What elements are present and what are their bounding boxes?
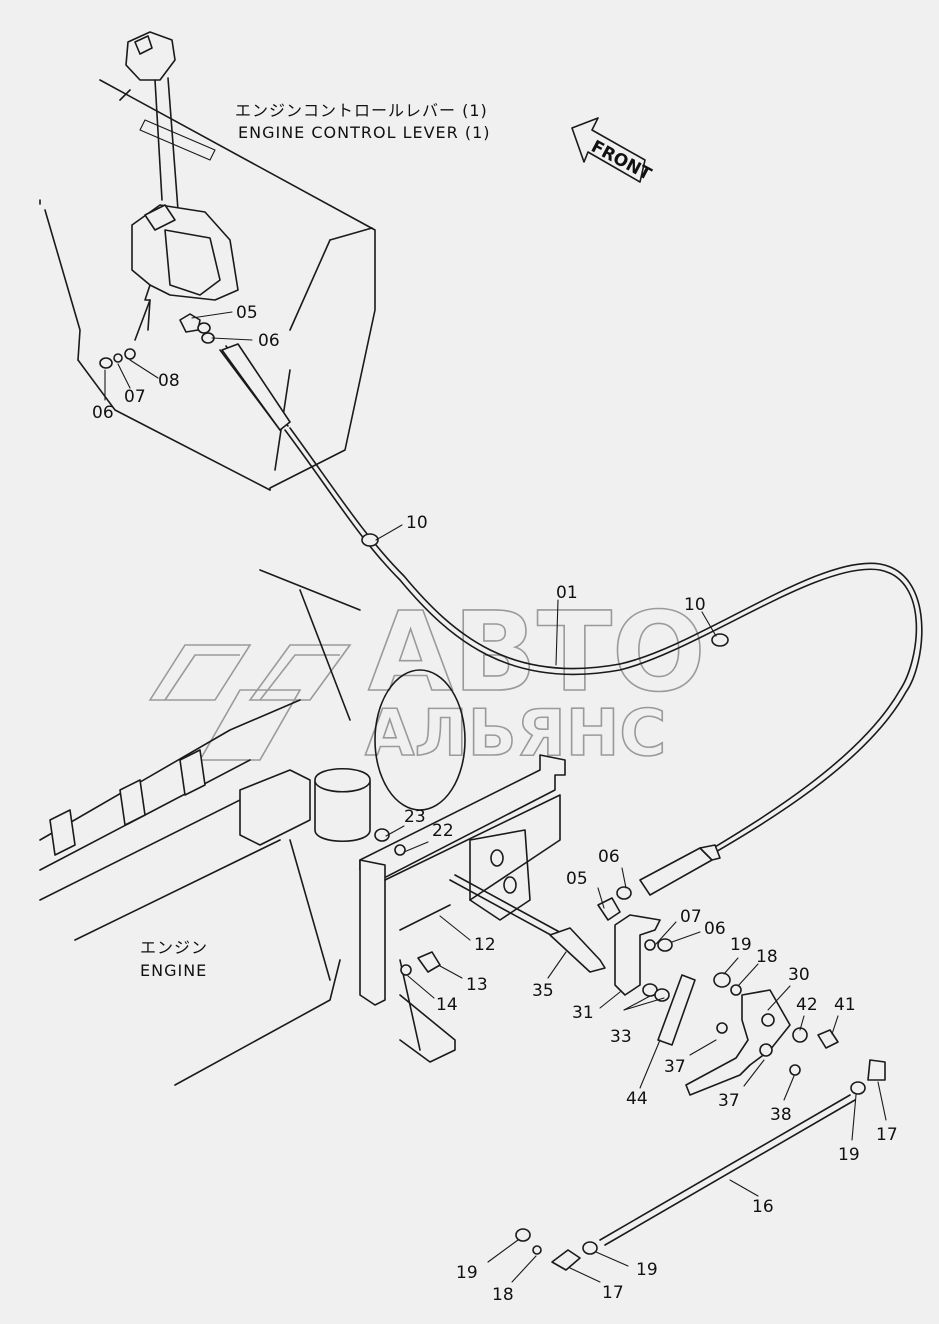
- lever-title-en: ENGINE CONTROL LEVER (1): [238, 123, 491, 142]
- callout-label: 18: [756, 947, 778, 967]
- callout-labels: 05 06 06 07 08 10 01 10 23 22 06 05 07 0…: [92, 303, 898, 1305]
- callout-label: 23: [404, 807, 426, 827]
- callout-label: 19: [456, 1263, 478, 1283]
- callout-label: 18: [492, 1285, 514, 1305]
- control-cable: [219, 343, 923, 896]
- callout-label: 19: [838, 1145, 860, 1165]
- callout-label: 07: [124, 387, 146, 407]
- front-arrow: FRONT: [571, 117, 655, 185]
- operator-console: [39, 79, 376, 491]
- watermark-line2: АЛЬЯНС: [365, 697, 666, 771]
- engine-title-jp: エンジン: [140, 938, 208, 957]
- callout-label: 01: [556, 583, 578, 603]
- callout-label: 06: [258, 331, 280, 351]
- engine-block: [39, 569, 466, 1086]
- watermark-line1: АВТО: [368, 588, 706, 716]
- callout-label: 10: [406, 513, 428, 533]
- callout-label: 19: [636, 1260, 658, 1280]
- callout-label: 17: [602, 1283, 624, 1303]
- callout-label: 42: [796, 995, 818, 1015]
- callout-label: 37: [664, 1057, 686, 1077]
- engine-title-en: ENGINE: [140, 961, 207, 980]
- titles: エンジンコントロールレバー (1) ENGINE CONTROL LEVER (…: [140, 101, 491, 980]
- linkage-parts: [515, 886, 886, 1271]
- callout-label: 17: [876, 1125, 898, 1145]
- callout-label: 10: [684, 595, 706, 615]
- callout-label: 06: [92, 403, 114, 423]
- callout-label: 41: [834, 995, 856, 1015]
- callout-label: 05: [236, 303, 258, 323]
- callout-label: 30: [788, 965, 810, 985]
- callout-label: 31: [572, 1003, 594, 1023]
- lever-fittings: [99, 313, 215, 369]
- callout-label: 07: [680, 907, 702, 927]
- leader-lines: [104, 311, 887, 1283]
- callout-label: 16: [752, 1197, 774, 1217]
- callout-label: 05: [566, 869, 588, 889]
- callout-label: 44: [626, 1089, 648, 1109]
- lever-title-jp: エンジンコントロールレバー (1): [235, 101, 488, 120]
- watermark: АВТО АЛЬЯНС: [148, 587, 706, 772]
- callout-label: 13: [466, 975, 488, 995]
- callout-label: 06: [704, 919, 726, 939]
- callout-label: 37: [718, 1091, 740, 1111]
- callout-label: 12: [474, 935, 496, 955]
- callout-label: 06: [598, 847, 620, 867]
- callout-label: 22: [432, 821, 454, 841]
- callout-label: 19: [730, 935, 752, 955]
- callout-label: 08: [158, 371, 180, 391]
- engine-control-lever: [125, 31, 239, 341]
- callout-label: 33: [610, 1027, 632, 1047]
- callout-label: 35: [532, 981, 554, 1001]
- watermark-logo: [148, 644, 352, 761]
- callout-label: 14: [436, 995, 458, 1015]
- callout-label: 38: [770, 1105, 792, 1125]
